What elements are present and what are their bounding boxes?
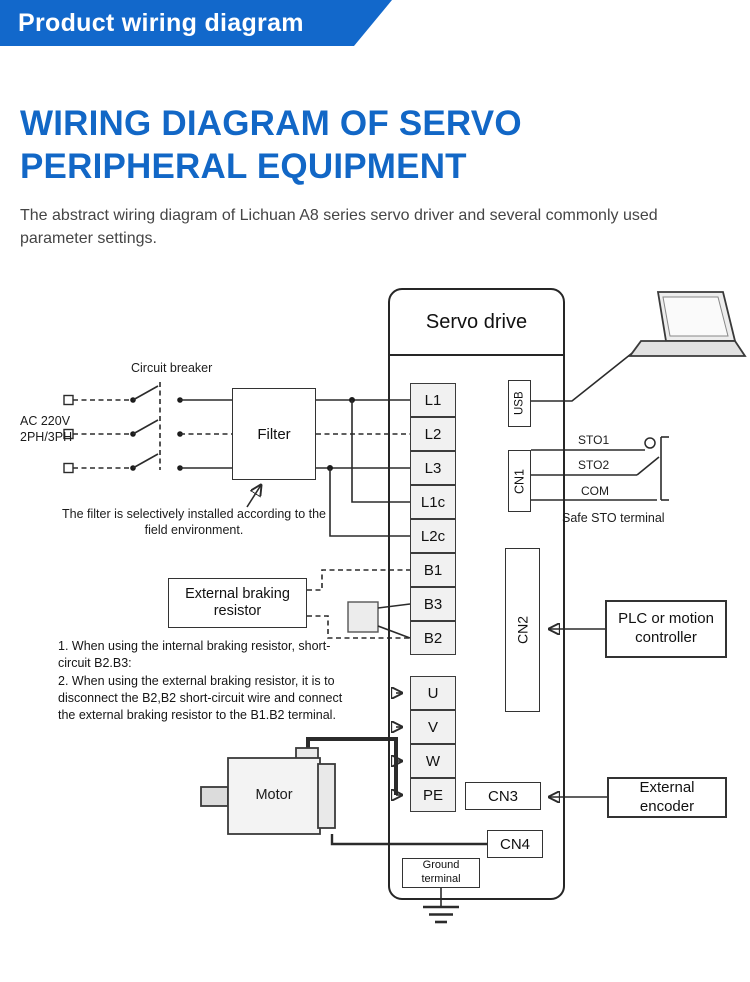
terminal-B1: B1 bbox=[410, 553, 456, 587]
terminal-L2c: L2c bbox=[410, 519, 456, 553]
ground-symbol bbox=[423, 888, 459, 924]
motor-shape bbox=[200, 747, 336, 835]
encoder-line2: encoder bbox=[639, 797, 695, 815]
note-2: 2. When using the external braking resis… bbox=[58, 673, 343, 723]
ground-terminal-box: Ground terminal bbox=[402, 858, 480, 888]
laptop-icon bbox=[628, 291, 747, 357]
cn2-connector: CN2 bbox=[505, 548, 540, 712]
plc-controller-box: PLC or motion controller bbox=[605, 600, 727, 658]
safe-sto-terminal-label: Safe STO terminal bbox=[562, 511, 665, 525]
intro-text: The abstract wiring diagram of Lichuan A… bbox=[20, 207, 658, 248]
terminal-B3: B3 bbox=[410, 587, 456, 621]
motor-label: Motor bbox=[255, 787, 293, 803]
terminal-U: U bbox=[410, 676, 456, 710]
terminal-V: V bbox=[410, 710, 456, 744]
servo-drive-title: Servo drive bbox=[390, 290, 563, 356]
braking-resistor-notes: 1. When using the internal braking resis… bbox=[58, 638, 352, 724]
sto-switch-symbol bbox=[531, 436, 669, 501]
encoder-line1: External bbox=[639, 778, 695, 796]
short-circuit-plug bbox=[347, 601, 379, 633]
cn4-connector: CN4 bbox=[487, 830, 543, 858]
filter-note: The filter is selectively installed acco… bbox=[61, 507, 326, 538]
terminal-L3: L3 bbox=[410, 451, 456, 485]
terminal-W: W bbox=[410, 744, 456, 778]
plc-line2: controller bbox=[635, 629, 697, 646]
braking-resistor-line2: resistor bbox=[213, 603, 262, 619]
circuit-breaker-label: Circuit breaker bbox=[131, 361, 213, 375]
filter-box: Filter bbox=[232, 388, 316, 480]
cn3-connector: CN3 bbox=[465, 782, 541, 810]
circuit-breaker-symbol bbox=[130, 382, 183, 471]
note-1: 1. When using the internal braking resis… bbox=[58, 639, 331, 671]
page-title-line1: WIRING DIAGRAM OF SERVO bbox=[20, 104, 522, 143]
ac-supply-label-line2: 2PH/3PH bbox=[20, 430, 73, 444]
page-title: WIRING DIAGRAM OF SERVO PERIPHERAL EQUIP… bbox=[20, 102, 522, 188]
usb-connector: USB bbox=[508, 380, 531, 427]
sto2-label: STO2 bbox=[578, 458, 610, 472]
terminal-B2: B2 bbox=[410, 621, 456, 655]
terminal-L1: L1 bbox=[410, 383, 456, 417]
page-title-line2: PERIPHERAL EQUIPMENT bbox=[20, 147, 467, 187]
sto1-label: STO1 bbox=[578, 433, 610, 447]
terminal-L2: L2 bbox=[410, 417, 456, 451]
ground-terminal-line1: Ground bbox=[422, 859, 460, 872]
external-encoder-box: External encoder bbox=[607, 777, 727, 818]
servo-drive-box: Servo drive bbox=[388, 288, 565, 900]
banner-title: Product wiring diagram bbox=[18, 8, 304, 37]
plc-line1: PLC or motion bbox=[618, 610, 714, 628]
com-label: COM bbox=[581, 484, 609, 498]
braking-resistor-line1: External braking bbox=[185, 585, 290, 602]
banner: Product wiring diagram bbox=[0, 0, 392, 46]
ac-supply-label-line1: AC 220V bbox=[20, 414, 71, 428]
terminal-PE: PE bbox=[410, 778, 456, 812]
terminal-L1c: L1c bbox=[410, 485, 456, 519]
ground-terminal-line2: terminal bbox=[421, 873, 461, 885]
external-braking-resistor-box: External braking resistor bbox=[168, 578, 307, 628]
cn1-connector: CN1 bbox=[508, 450, 531, 512]
